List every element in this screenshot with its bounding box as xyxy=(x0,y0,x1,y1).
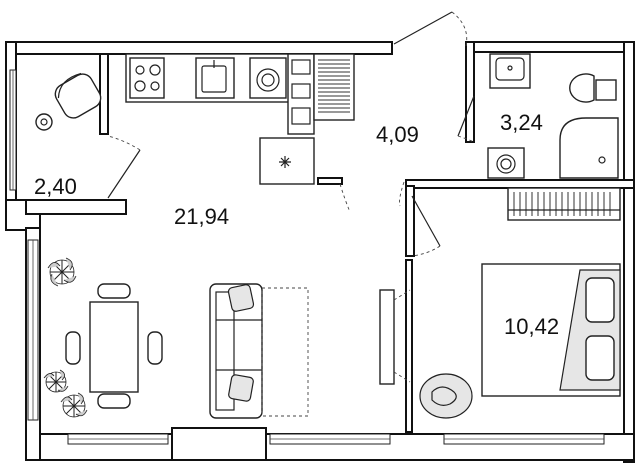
entrance-door-leaf xyxy=(393,11,453,45)
cat-icon xyxy=(431,386,457,406)
balcony-area-label: 2,40 xyxy=(34,174,77,199)
chair-icon xyxy=(97,393,131,409)
bath-left-wall xyxy=(465,41,475,143)
windows xyxy=(9,69,605,461)
hallway-wardrobe xyxy=(313,53,355,121)
top-wall-right xyxy=(469,41,635,53)
bedroom-door-leaf xyxy=(411,195,441,247)
tv-stand-icon xyxy=(379,289,395,385)
chair-icon xyxy=(65,331,81,365)
chair-icon xyxy=(97,283,131,299)
bottom-wall-pier xyxy=(171,427,267,461)
bedroom-wardrobe xyxy=(507,187,621,221)
bath-bottom-wall xyxy=(405,179,635,189)
bathroom-area-label: 3,24 xyxy=(500,110,543,135)
cushion-icon xyxy=(228,374,254,402)
hallway-area-label: 4,09 xyxy=(376,122,419,147)
armchair-icon xyxy=(54,73,102,119)
living-room-area-label: 21,94 xyxy=(174,204,229,229)
bedroom-wall-lower xyxy=(405,259,413,433)
kitchen-wall-stub xyxy=(317,177,343,185)
right-wall xyxy=(623,41,635,463)
toilet-icon xyxy=(569,73,595,103)
bedroom-area-label: 10,42 xyxy=(504,314,559,339)
kitchen xyxy=(125,53,355,185)
pillow-icon xyxy=(585,277,615,323)
top-wall-left xyxy=(5,41,393,55)
dining-table-icon xyxy=(89,301,139,393)
washing-machine-icon xyxy=(249,57,287,99)
balcony-partition-wall xyxy=(99,53,109,135)
bathroom-door-leaf xyxy=(457,95,475,137)
balcony-furniture xyxy=(35,72,102,131)
fridge-icon xyxy=(259,137,315,185)
sofa-bed-outline xyxy=(261,287,309,417)
bedroom-wall-upper xyxy=(405,185,415,257)
bedroom-furniture xyxy=(379,187,621,419)
doors xyxy=(107,11,475,257)
chair-icon xyxy=(147,331,163,365)
plant-icon xyxy=(60,392,88,418)
plant-icon xyxy=(43,369,69,393)
balcony-bottom-wall xyxy=(25,199,127,215)
cooktop-icon xyxy=(129,57,165,99)
plant-icon xyxy=(47,257,77,287)
bathroom-fixtures xyxy=(487,53,619,179)
cushion-icon xyxy=(227,284,255,312)
pillow-icon xyxy=(585,335,615,381)
round-rug-icon xyxy=(419,373,473,419)
balcony-door-leaf xyxy=(107,149,141,199)
shower-tray-icon xyxy=(559,117,619,179)
side-table-icon xyxy=(35,113,53,131)
living-furniture xyxy=(43,257,309,419)
entrance-door-swing xyxy=(451,11,468,47)
